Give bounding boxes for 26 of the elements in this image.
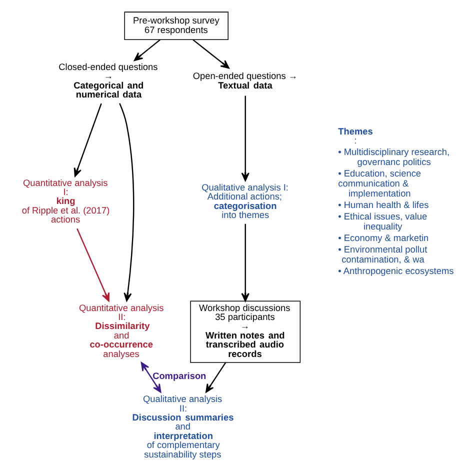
node-text: Quantitative analysis II: Dissimilarity and co-occurrence analyses — [78, 302, 164, 358]
label: • Economy & marketin — [338, 232, 428, 243]
arrow — [118, 102, 134, 301]
arrow — [133, 38, 160, 60]
arrow — [240, 95, 249, 181]
node-text: Closed-ended questions → Categorical and numerical data — [58, 62, 158, 100]
arrow — [73, 102, 102, 176]
arrow — [205, 362, 226, 392]
node-text: Open-ended questions → Textual data — [192, 70, 298, 90]
edge-label: Comparison — [152, 370, 206, 381]
arrow — [76, 228, 109, 302]
node-box: Workshop discussions 35 participants → Written notes and transcribed audio records — [190, 300, 300, 362]
label: • Multidisciplinary research, governanc politics — [338, 146, 450, 167]
label: • Anthropogenic ecosystems — [338, 266, 454, 276]
node-text: Qualitative analysis I: Additional actions; categorisation into themes — [201, 182, 288, 220]
label: Themes: — [338, 126, 372, 146]
arrow — [140, 362, 161, 392]
label: • Human health & lifes — [338, 200, 428, 210]
arrow — [240, 223, 249, 302]
label: • Ethical issues, value inequality — [338, 211, 427, 232]
node-box: Pre-workshop survey 67 respondents — [124, 11, 228, 40]
label: • Education, science communication & implementation — [338, 168, 421, 198]
node-text: Quantitative analysis I: king of Ripple et al. (2017) actions — [21, 177, 110, 224]
node-text: Qualitative analysis II: Discussion summaries and interpretation of complementary sustainability steps — [132, 394, 234, 459]
label: • Environmental pollut contamination, & wa — [338, 244, 427, 264]
arrow — [192, 38, 229, 68]
